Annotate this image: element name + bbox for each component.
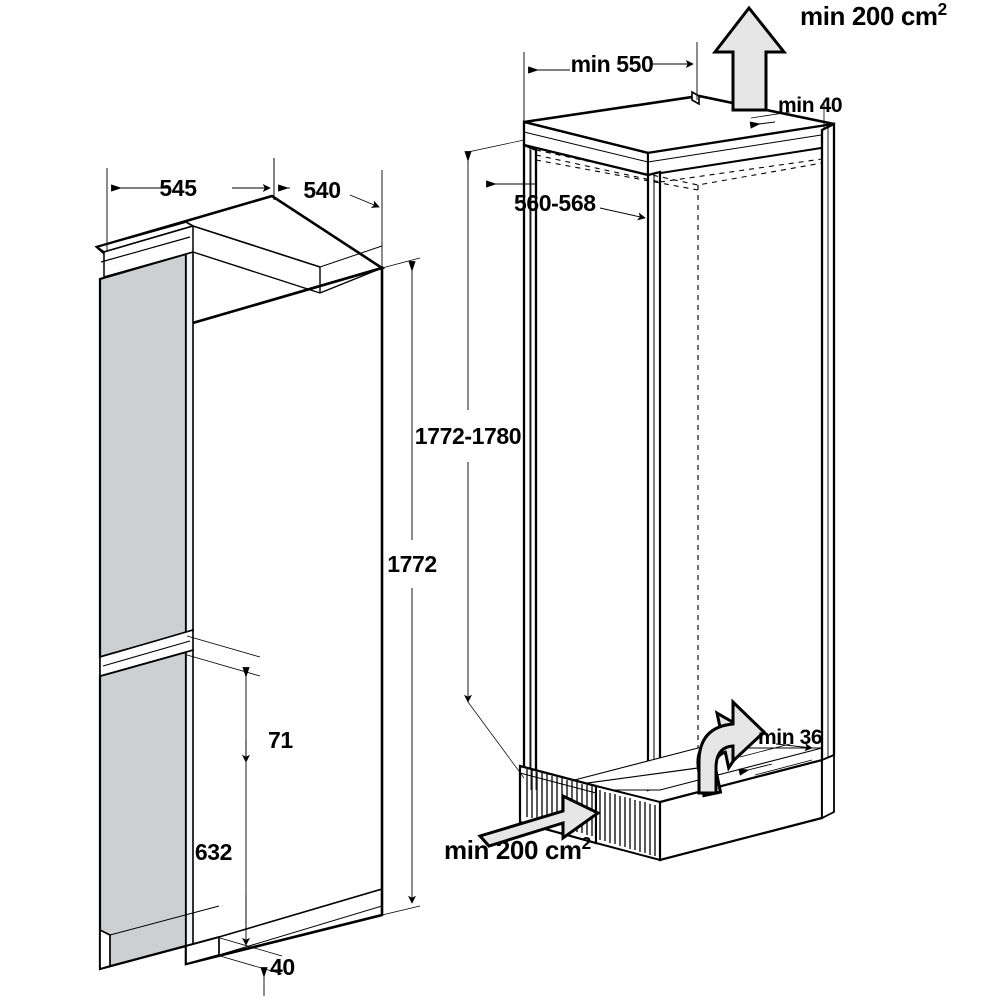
dimension-560-568: 560-568 bbox=[486, 150, 646, 790]
vent-arrow-rear-riser bbox=[696, 698, 767, 798]
appliance-plinth bbox=[99, 888, 383, 971]
dimension-1772-label: 1772 bbox=[387, 551, 437, 577]
dimension-min-40: min 40 bbox=[749, 94, 843, 129]
dimension-min-36: min 36 bbox=[738, 726, 823, 776]
dimension-540: 540 bbox=[273, 158, 383, 270]
vent-top-label: min 200 cm2 bbox=[800, 0, 947, 31]
niche-center-post bbox=[646, 170, 662, 792]
dimension-560-568-label: 560-568 bbox=[514, 190, 596, 216]
dimension-71-label: 71 bbox=[268, 727, 293, 753]
vent-arrow-bottom-intake bbox=[477, 793, 601, 848]
dimension-545-label: 545 bbox=[159, 175, 197, 201]
dimension-632-label: 632 bbox=[195, 839, 232, 865]
dimension-40-label: 40 bbox=[270, 954, 295, 980]
vent-grille-slats-right bbox=[599, 790, 656, 856]
dimension-40: 40 bbox=[219, 937, 295, 996]
dimension-min-36-label: min 36 bbox=[758, 726, 822, 749]
dimension-540-label: 540 bbox=[303, 177, 340, 203]
dimension-min-40-label: min 40 bbox=[778, 94, 842, 117]
vent-bottom-label: min 200 cm2 bbox=[444, 833, 591, 865]
niche-hidden-edges bbox=[535, 149, 823, 791]
appliance-upper-door bbox=[95, 221, 383, 659]
dimension-545: 545 bbox=[106, 158, 275, 250]
dimension-min-550: min 550 bbox=[523, 42, 698, 126]
vent-arrow-top bbox=[711, 5, 788, 112]
appliance-view-group: 545 540 1772 71 632 bbox=[94, 158, 437, 996]
niche-plinth-base bbox=[518, 753, 835, 862]
dimension-min-550-label: min 550 bbox=[571, 51, 654, 77]
appliance-lower-door bbox=[98, 628, 194, 971]
dimension-1772: 1772 bbox=[381, 257, 437, 916]
dimension-1772-1780-label: 1772-1780 bbox=[415, 423, 521, 449]
dimension-71: 71 bbox=[186, 635, 294, 763]
dimension-1772-1780: 1772-1780 bbox=[415, 139, 525, 779]
niche-left-panel bbox=[522, 143, 538, 793]
niche-view-group: min 200 cm2 min 200 cm2 min 550 min 40 bbox=[415, 0, 947, 865]
niche-right-panel bbox=[820, 122, 836, 765]
dimension-632: 632 bbox=[195, 688, 251, 946]
